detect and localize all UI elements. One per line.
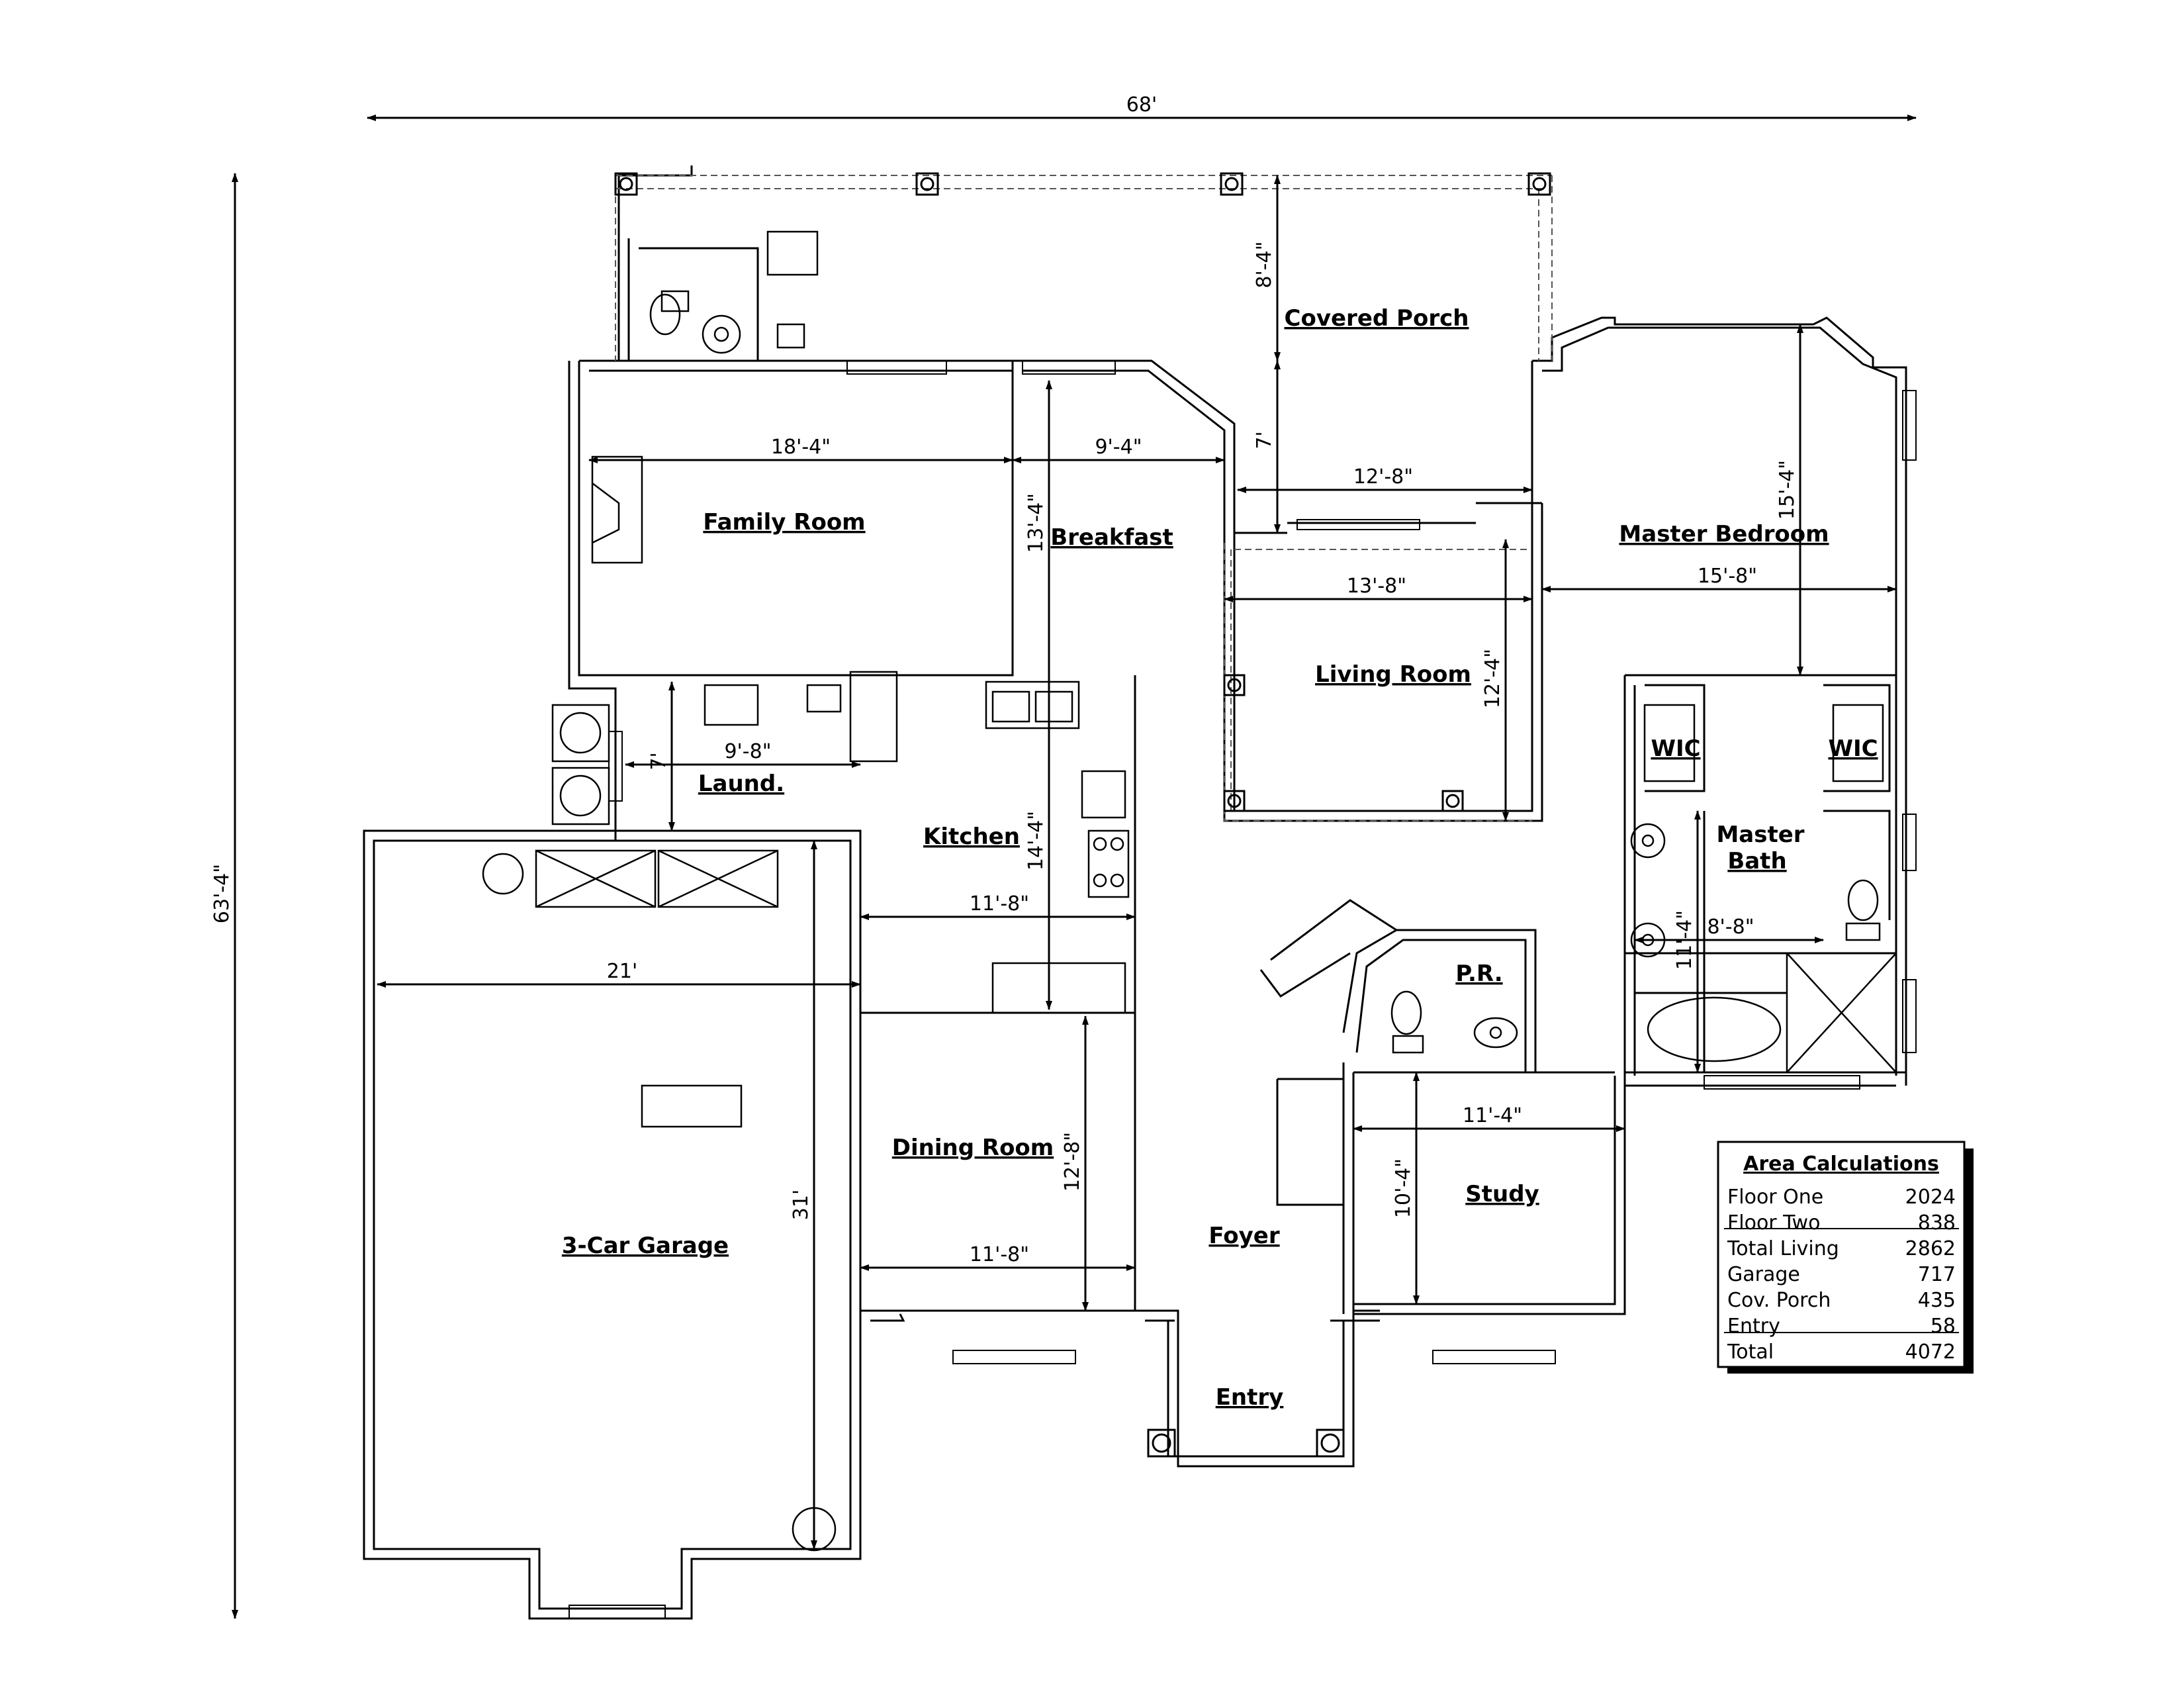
dim-kitchen-depth: 14'-4" bbox=[1024, 811, 1048, 870]
dim-breakfast-width: 9'-4" bbox=[1095, 436, 1142, 459]
room-laundry: Laund. bbox=[698, 771, 784, 797]
room-family-room: Family Room bbox=[703, 509, 865, 536]
dim-living-depth: 12'-4" bbox=[1481, 649, 1504, 708]
porch-columns bbox=[614, 172, 1551, 1458]
area-row-label: Floor Two bbox=[1727, 1211, 1820, 1235]
dim-study-depth: 10'-4" bbox=[1392, 1158, 1415, 1218]
dim-living-width: 13'-8" bbox=[1347, 575, 1406, 598]
dim-bath-width: 8'-8" bbox=[1707, 915, 1754, 939]
dim-master-depth: 15'-4" bbox=[1776, 460, 1799, 520]
area-row-value: 4072 bbox=[1905, 1340, 1956, 1364]
dim-overall-depth: 63'-4" bbox=[210, 864, 234, 923]
dim-dining-width: 11'-8" bbox=[970, 1243, 1029, 1266]
room-labels: Covered Porch Family Room Breakfast Mast… bbox=[562, 305, 1878, 1411]
dim-porch-step: 7' bbox=[1253, 431, 1276, 449]
dim-study-width: 11'-4" bbox=[1463, 1104, 1522, 1127]
dim-porch-width: 12'-8" bbox=[1353, 465, 1413, 489]
room-wic-left: WIC bbox=[1651, 735, 1700, 762]
dim-laund-width: 9'-8" bbox=[724, 740, 771, 763]
room-master-bedroom: Master Bedroom bbox=[1619, 521, 1829, 547]
room-study: Study bbox=[1465, 1181, 1539, 1207]
area-row-label: Total Living bbox=[1727, 1237, 1839, 1260]
dim-laund-depth: 7' bbox=[647, 752, 670, 770]
dim-garage-width: 21' bbox=[607, 960, 637, 983]
room-foyer: Foyer bbox=[1208, 1223, 1279, 1249]
fixtures bbox=[482, 230, 1897, 1552]
windows bbox=[569, 360, 1917, 1619]
room-garage: 3-Car Garage bbox=[562, 1233, 729, 1259]
room-breakfast: Breakfast bbox=[1050, 524, 1173, 551]
area-row-label: Total bbox=[1727, 1340, 1774, 1364]
dim-garage-depth: 31' bbox=[790, 1190, 813, 1220]
area-row-label: Garage bbox=[1727, 1263, 1800, 1286]
dim-bath-depth: 11'-4" bbox=[1673, 910, 1696, 970]
dim-porch-depth: 8'-4" bbox=[1253, 241, 1276, 288]
room-powder-room: P.R. bbox=[1455, 961, 1502, 987]
area-row-value: 435 bbox=[1918, 1289, 1956, 1312]
room-master-bath-line2: Bath bbox=[1727, 848, 1786, 874]
area-row-value: 717 bbox=[1918, 1263, 1956, 1286]
dim-breakfast-depth: 13'-4" bbox=[1024, 493, 1048, 553]
dim-dining-depth: 12'-8" bbox=[1061, 1132, 1084, 1192]
room-entry: Entry bbox=[1216, 1384, 1284, 1411]
dim-master-width: 15'-8" bbox=[1698, 565, 1757, 588]
dim-overall-width: 68' bbox=[1126, 93, 1157, 117]
room-living-room: Living Room bbox=[1315, 661, 1471, 688]
room-wic-right: WIC bbox=[1828, 735, 1878, 762]
dim-kitchen-width: 11'-8" bbox=[970, 892, 1029, 915]
area-row-value: 2862 bbox=[1905, 1237, 1956, 1260]
area-row-value: 58 bbox=[1931, 1315, 1956, 1338]
area-row-value: 838 bbox=[1918, 1211, 1956, 1235]
dim-family-width: 18'-4" bbox=[771, 436, 831, 459]
room-covered-porch: Covered Porch bbox=[1285, 305, 1469, 332]
room-dining-room: Dining Room bbox=[892, 1135, 1054, 1161]
area-row-label: Floor One bbox=[1727, 1186, 1823, 1209]
room-kitchen: Kitchen bbox=[923, 823, 1020, 850]
dimension-lines bbox=[232, 115, 1917, 1619]
area-row-value: 2024 bbox=[1905, 1186, 1956, 1209]
area-table-title: Area Calculations bbox=[1743, 1152, 1939, 1176]
room-master-bath-line1: Master bbox=[1716, 821, 1804, 848]
area-row-label: Entry bbox=[1727, 1315, 1780, 1338]
walls bbox=[363, 165, 1907, 1620]
dimension-labels: 68' 63'-4" 8'-4" 7' 12'-8" 18'-4" 9'-4" … bbox=[210, 93, 1799, 1266]
area-row-label: Cov. Porch bbox=[1727, 1289, 1831, 1312]
